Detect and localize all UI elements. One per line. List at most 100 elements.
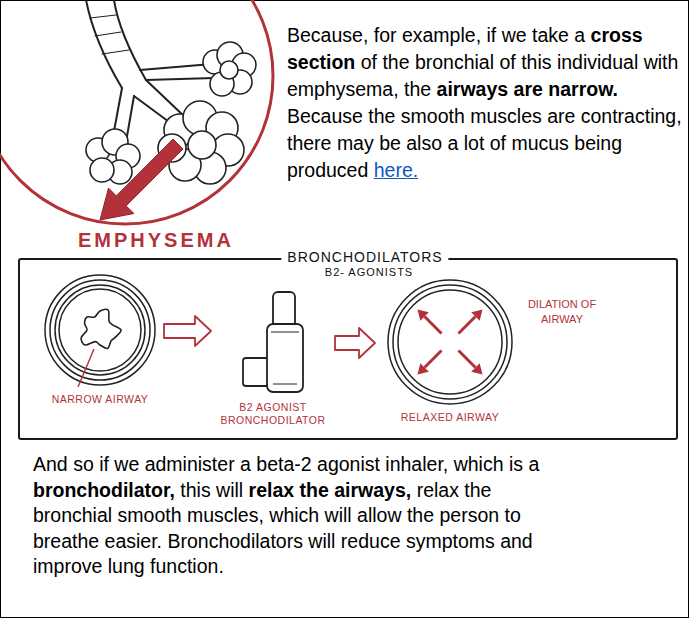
group-subheading: B2- AGONISTS (319, 266, 419, 279)
dilation-arrowhead (471, 363, 482, 374)
text-run: a (528, 453, 539, 475)
narration-paragraph: Because, for example, if we take a cross… (287, 22, 683, 184)
flow-arrow (335, 328, 375, 358)
group-heading: BRONCHODILATORS (281, 249, 448, 265)
text-run: we (502, 24, 532, 46)
text-run: being (574, 132, 622, 154)
dilation-arrow (425, 317, 442, 334)
dilation-arrowhead (471, 309, 482, 320)
alveoli-cluster (86, 129, 140, 184)
text-run: the (404, 78, 437, 100)
emphasis: bronchodilator, (33, 479, 180, 501)
text-run: And (33, 453, 73, 475)
dilation-arrow (458, 317, 475, 334)
text-run: if (486, 24, 501, 46)
emphasis: airways, (334, 479, 416, 501)
text-run: if (99, 453, 114, 475)
airway-wall (388, 280, 512, 404)
text-holder: BRONCHODILATORS (281, 249, 448, 265)
label-holder: EMPHYSEMA (78, 229, 278, 251)
text-run: to (505, 504, 521, 526)
flow-arrow (164, 316, 211, 346)
text-run: is (509, 453, 529, 475)
text-run: contracting, (581, 105, 682, 127)
text-run: lot (464, 132, 490, 154)
text-run: of (499, 51, 521, 73)
text-run: a (447, 132, 463, 154)
text-holder: B2- AGONISTS (319, 266, 419, 279)
bronchiole (140, 64, 214, 80)
airway-wall (55, 285, 145, 375)
text-run: will (325, 504, 358, 526)
airway-section: NARROW AIRWAY (38, 272, 162, 406)
inhaler-figure: B2 AGONIST BRONCHODILATOR (213, 288, 333, 427)
condition-title: EMPHYSEMA (78, 229, 278, 251)
text-run: emphysema, (287, 78, 404, 100)
text-run: produced (287, 159, 374, 181)
narrow-lumen (81, 309, 121, 348)
dilation-arrow (458, 350, 475, 367)
label-holder: DILATION OF AIRWAY (512, 297, 612, 327)
label-holder: And so if we administer a beta-2 agonist… (33, 452, 567, 580)
text-run: this (521, 51, 557, 73)
figure-caption: B2 AGONIST BRONCHODILATOR (213, 398, 333, 427)
airway-section: RELAXED AIRWAY (377, 276, 523, 424)
narration-paragraph: And so if we administer a beta-2 agonist… (33, 452, 567, 580)
text-run: take (532, 24, 574, 46)
dilation-arrowhead (417, 309, 428, 320)
dilation-arrow (425, 350, 442, 367)
text-run: of (361, 51, 383, 73)
node-figure (377, 276, 523, 408)
magnifier-circle (0, 0, 273, 224)
emphasis: section (287, 51, 361, 73)
text-run: may (337, 132, 379, 154)
text-run: agonist (317, 453, 385, 475)
text-run: will (308, 530, 341, 552)
emphasis: narrow. (548, 78, 618, 100)
text-run: will (216, 479, 249, 501)
inhaler-detail (271, 332, 299, 384)
text-run: lung (108, 555, 150, 577)
text-run: be (379, 132, 406, 154)
text-run: allow (357, 504, 407, 526)
bronchus-wall (114, 0, 146, 80)
annotation-label: DILATION OF AIRWAY (512, 297, 612, 327)
text-run: Because (287, 105, 368, 127)
text-run: example, (402, 24, 487, 46)
airway-wall (50, 280, 150, 380)
text-run: a (574, 24, 590, 46)
node-figure (213, 288, 333, 398)
text-run: the (368, 105, 401, 127)
group-box: NARROW AIRWAY B2 AGONIST BRONCHODILATOR RE… (18, 258, 678, 440)
figure-caption: NARROW AIRWAY (38, 390, 162, 406)
airway-wall (398, 290, 502, 394)
text-run: so (73, 453, 99, 475)
emphasis: the (300, 479, 335, 501)
text-run: which (454, 453, 509, 475)
text-run: also (406, 132, 447, 154)
airway-wall (393, 285, 507, 399)
text-run: there (287, 132, 337, 154)
text-run: smooth (118, 504, 187, 526)
dilation-arrowhead (417, 363, 428, 374)
alveoli-cluster (203, 42, 256, 96)
emphasis: cross (591, 24, 643, 46)
text-run: we (114, 453, 144, 475)
text-run: for (374, 24, 402, 46)
emphasis: airways (437, 78, 514, 100)
hyperlink: here. (374, 159, 418, 181)
inhaler-body (267, 324, 303, 392)
text-run: relax (417, 479, 465, 501)
emphasis: relax (249, 479, 300, 501)
text-run: muscles (470, 105, 547, 127)
text-run: the (407, 504, 440, 526)
text-run: a (240, 453, 256, 475)
text-run: symptoms (406, 530, 500, 552)
text-run: easier. (105, 530, 168, 552)
text-run: the (464, 479, 491, 501)
figure-caption: RELAXED AIRWAY (377, 408, 523, 424)
pointer-arrow (100, 139, 183, 220)
text-run: mucus (511, 132, 574, 154)
text-run: Bronchodilators (167, 530, 308, 552)
